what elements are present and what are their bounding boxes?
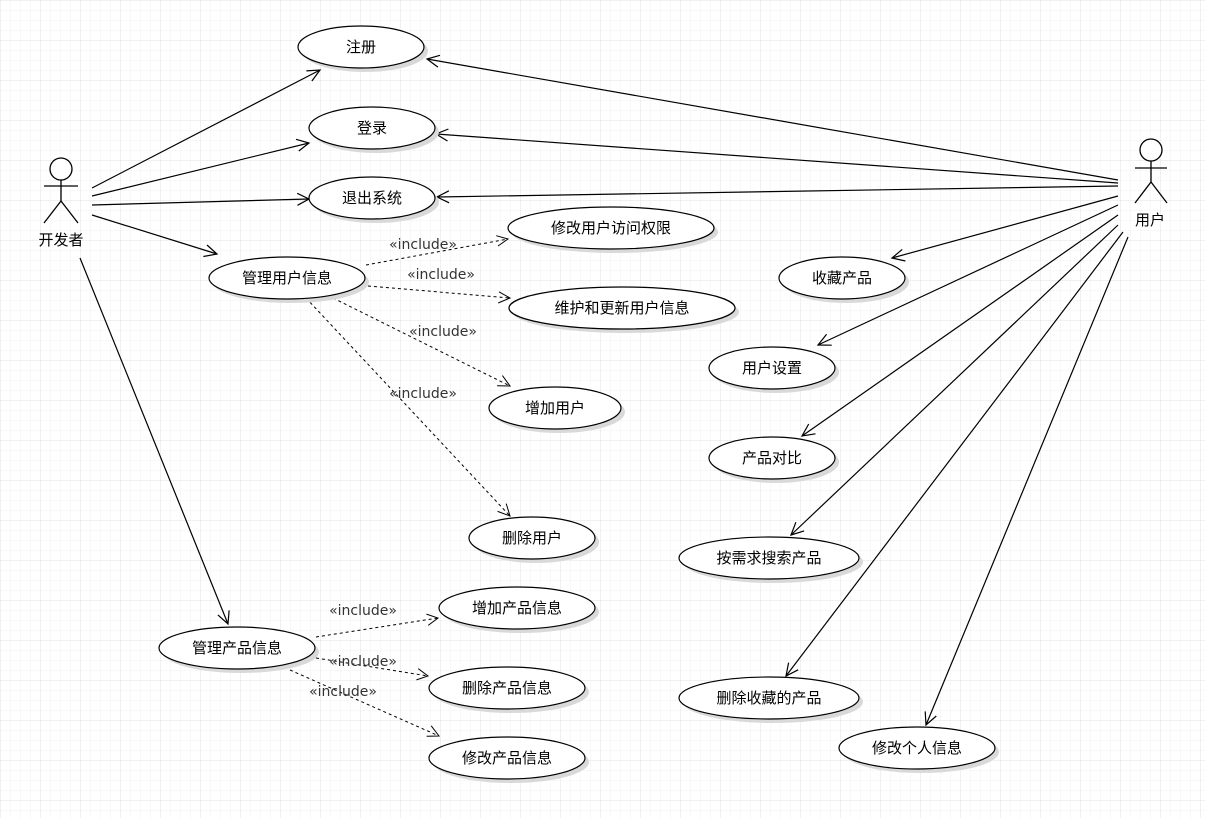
assoc-user-settings [816,204,1119,346]
assoc-user-search [789,224,1119,536]
use-case-search-products[interactable]: 按需求搜索产品 [678,536,863,583]
use-case-label: 按需求搜索产品 [716,549,821,567]
use-case-label: 删除收藏的产品 [716,689,821,707]
use-case-label: 修改个人信息 [872,739,962,757]
use-case-delete-favorite[interactable]: 删除收藏的产品 [678,676,863,723]
use-case-login[interactable]: 登录 [308,106,439,153]
use-case-delete-product-info[interactable]: 删除产品信息 [428,666,589,713]
include-modify-user-access [365,235,510,266]
use-case-label: 删除产品信息 [462,679,552,697]
use-case-label: 管理产品信息 [192,639,282,657]
use-case-label: 修改产品信息 [462,749,552,767]
stereotype-label: «include» [329,654,397,670]
assoc-developer-manage-product [79,257,230,626]
include-modify-product [289,669,440,737]
use-case-manage-product-info[interactable]: 管理产品信息 [158,626,319,673]
assoc-user-modify-personal [924,236,1129,727]
use-case-add-product-info[interactable]: 增加产品信息 [438,586,599,633]
use-case-compare-products[interactable]: 产品对比 [708,436,839,483]
include-maintain-user-info [367,285,512,304]
use-case-user-settings[interactable]: 用户设置 [708,346,839,393]
use-case-register[interactable]: 注册 [297,25,428,72]
use-cases: 注册 登录 退出系统 管理用户信息 修改用户访问权限 维护和更新用户信息 [158,25,999,783]
associations [79,54,1129,727]
use-case-label: 用户设置 [742,359,802,377]
use-case-label: 管理用户信息 [242,269,332,287]
stereotype-label: «include» [407,267,475,283]
stereotype-label: «include» [409,324,477,340]
include-add-product [315,613,440,638]
use-case-label: 维护和更新用户信息 [554,299,689,317]
stereotype-labels: «include» «include» «include» «include» … [309,237,477,700]
stick-figure-icon [1134,138,1168,204]
assoc-user-compare [800,214,1119,437]
stereotype-label: «include» [329,603,397,619]
assoc-developer-manage-user [91,214,219,258]
use-case-logout[interactable]: 退出系统 [308,176,439,223]
use-case-label: 退出系统 [342,189,402,207]
assoc-user-favorite [890,195,1119,262]
assoc-developer-login [91,138,311,197]
actor-user[interactable]: 用户 [1134,138,1168,229]
use-case-maintain-user-info[interactable]: 维护和更新用户信息 [508,286,739,333]
use-case-label: 修改用户访问权限 [551,219,671,237]
stereotype-label: «include» [389,237,457,253]
use-case-delete-user[interactable]: 删除用户 [468,516,599,563]
stereotype-label: «include» [389,386,457,402]
use-case-modify-user-access[interactable]: 修改用户访问权限 [507,206,718,253]
use-case-label: 收藏产品 [812,269,872,287]
actor-developer[interactable]: 开发者 [38,157,84,249]
include-delete-product [315,657,430,681]
assoc-user-register [425,54,1119,181]
assoc-developer-register [91,69,322,189]
assoc-user-delete-favorite [785,231,1124,678]
use-case-label: 产品对比 [742,449,802,467]
use-case-modify-product-info[interactable]: 修改产品信息 [428,736,589,783]
include-relations [289,235,512,737]
actor-label: 开发者 [38,231,83,249]
use-case-favorite-product[interactable]: 收藏产品 [778,256,909,303]
include-delete-user [305,297,511,517]
use-case-label: 增加产品信息 [472,599,562,617]
use-case-add-user[interactable]: 增加用户 [488,386,625,433]
actor-label: 用户 [1135,211,1165,229]
include-add-user [332,297,511,387]
use-case-label: 增加用户 [525,399,585,417]
use-case-modify-personal-info[interactable]: 修改个人信息 [838,726,999,773]
use-case-manage-user-info[interactable]: 管理用户信息 [208,256,369,303]
stick-figure-icon [43,157,79,224]
stereotype-label: «include» [309,684,377,700]
use-case-label: 删除用户 [502,529,562,547]
use-case-label: 注册 [346,38,376,56]
use-case-label: 登录 [357,119,387,137]
